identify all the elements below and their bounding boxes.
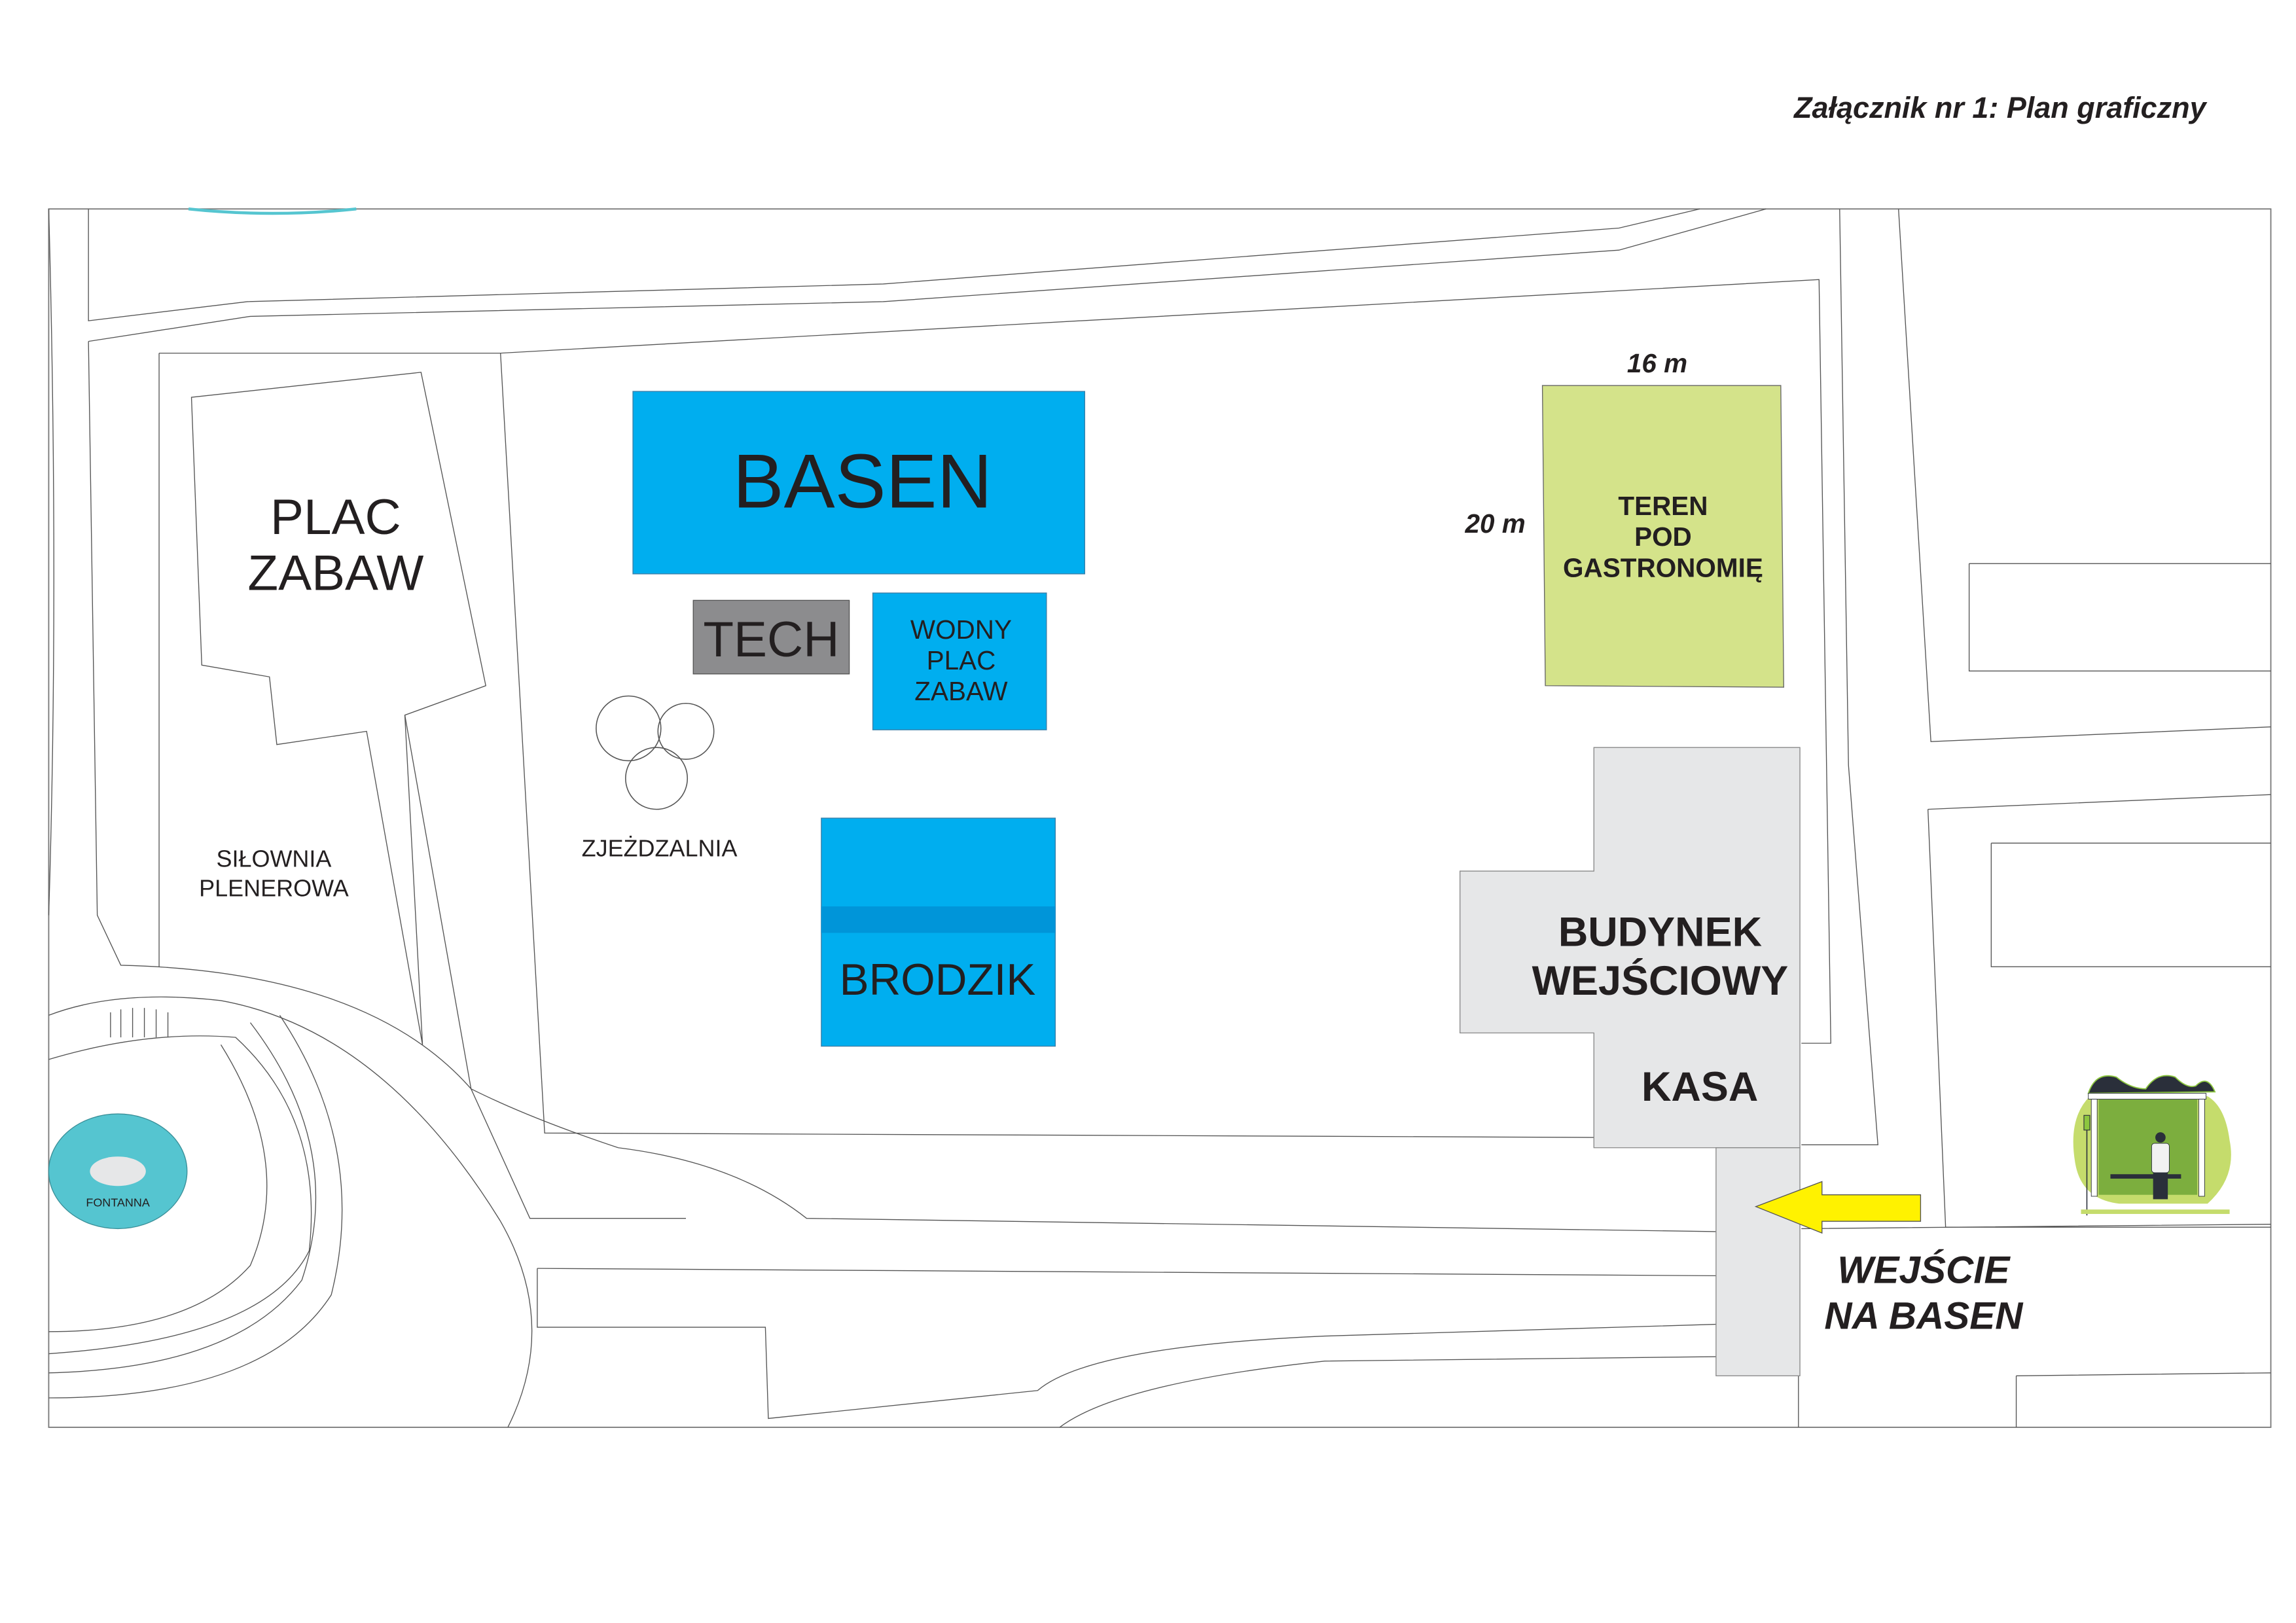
gastro-height-label: 20 m xyxy=(1465,508,1526,539)
entrance-arrow-icon xyxy=(1754,1181,1922,1234)
silownia-label-1: SIŁOWNIA xyxy=(217,845,332,872)
tech-area xyxy=(692,599,850,675)
page-title: Załącznik nr 1: Plan graficzny xyxy=(1793,91,2208,124)
wodny-plac-zabaw-area xyxy=(872,592,1047,730)
brodzik-label: BRODZIK xyxy=(840,955,1036,1005)
zjezdzalnia-circles xyxy=(596,695,715,810)
kasa-label: KASA xyxy=(1641,1064,1758,1110)
budynek-label-1: BUDYNEK xyxy=(1558,910,1762,955)
plac-zabaw-label-2: ZABAW xyxy=(247,546,423,601)
wodny-label-2: PLAC xyxy=(927,645,996,675)
gastro-label-1: TEREN xyxy=(1618,491,1708,521)
wejscie-label-2: NA BASEN xyxy=(1824,1294,2024,1337)
bus-stop-icon xyxy=(2073,1075,2231,1216)
gastronomia-area xyxy=(1541,385,1784,688)
budynek-wejsciowy xyxy=(1459,747,1801,1149)
budynek-label-2: WEJŚCIOWY xyxy=(1532,958,1789,1004)
wodny-label-1: WODNY xyxy=(910,615,1012,645)
map-frame xyxy=(48,208,2272,1428)
plac-zabaw-label-1: PLAC xyxy=(270,490,401,545)
fontanna-center xyxy=(90,1156,146,1186)
entrance-path xyxy=(1715,1147,1801,1376)
gastro-label-3: GASTRONOMIĘ xyxy=(1563,552,1763,582)
basen-label: BASEN xyxy=(733,438,992,524)
gastro-width-label: 16 m xyxy=(1627,348,1687,378)
gastro-label-2: POD xyxy=(1634,522,1692,552)
water-edge xyxy=(188,207,357,215)
wodny-label-3: ZABAW xyxy=(914,676,1008,706)
silownia-label-2: PLENEROWA xyxy=(199,874,349,901)
fontanna-label: FONTANNA xyxy=(86,1196,150,1209)
zjezdzalnia-label: ZJEŻDZALNIA xyxy=(582,835,738,862)
wejscie-label-1: WEJŚCIE xyxy=(1837,1249,2011,1292)
brodzik-stripe xyxy=(821,906,1056,933)
tech-label: TECH xyxy=(703,612,839,668)
basen-area xyxy=(632,391,1085,575)
road-lines xyxy=(48,208,2271,1428)
